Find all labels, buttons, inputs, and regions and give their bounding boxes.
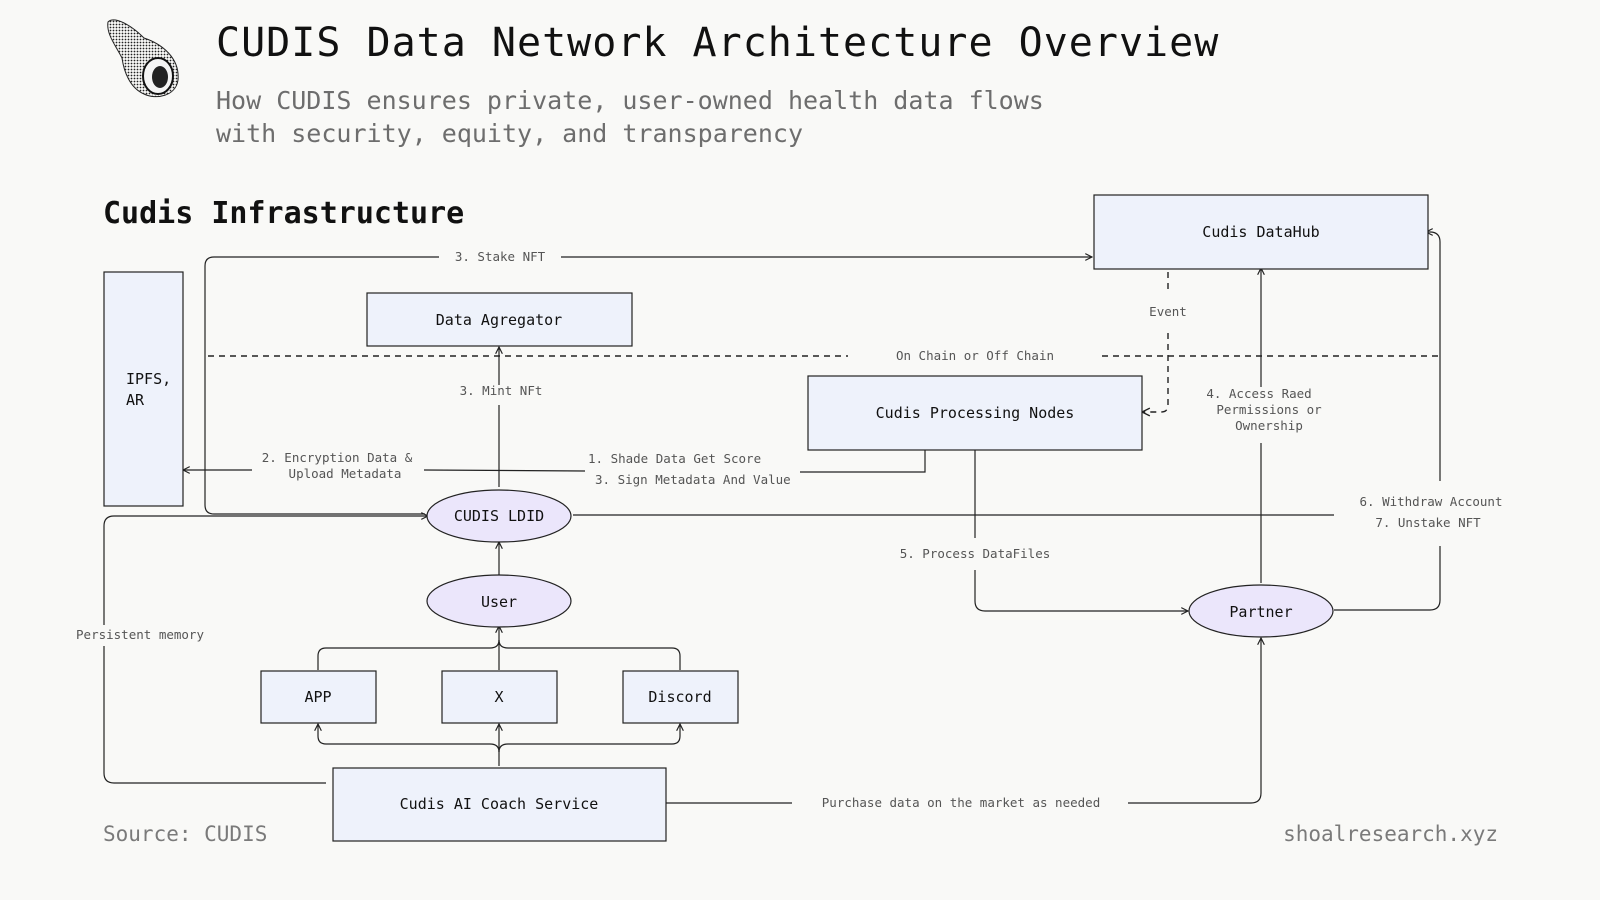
node-datahub-label: Cudis DataHub (1202, 223, 1319, 241)
section-title: Cudis Infrastructure (103, 196, 465, 231)
node-ipfs-label-1: IPFS, (126, 370, 171, 388)
edge-persistent-memory-lower (103, 646, 326, 784)
edge-processing-to-ldid (800, 450, 926, 473)
node-data-aggregator-label: Data Agregator (436, 311, 562, 329)
label-persistent-memory: Persistent memory (76, 627, 204, 642)
label-access-2: Permissions or (1216, 402, 1322, 417)
page-title: CUDIS Data Network Architecture Overview (216, 20, 1220, 66)
label-purchase: Purchase data on the market as needed (822, 795, 1100, 810)
label-encryption-1: 2. Encryption Data & (262, 450, 413, 465)
node-processing-nodes: Cudis Processing Nodes (807, 375, 1143, 451)
edge-discord-to-user (498, 639, 681, 670)
label-encryption-2: Upload Metadata (289, 466, 402, 481)
label-unstake: 7. Unstake NFT (1375, 515, 1481, 530)
edge-coach-to-discord (498, 724, 680, 753)
label-stake-nft: 3. Stake NFT (455, 249, 546, 264)
edge-purchase-right (1128, 638, 1261, 804)
node-data-aggregator: Data Agregator (366, 292, 633, 347)
edge-event-bottom (1142, 333, 1169, 412)
node-app: APP (260, 670, 377, 724)
node-partner-label: Partner (1229, 603, 1292, 621)
label-process-datafiles: 5. Process DataFiles (900, 546, 1051, 561)
edge-partner-to-datahub-upper (1426, 232, 1441, 481)
node-datahub: Cudis DataHub (1093, 194, 1429, 270)
node-ldid-label: CUDIS LDID (454, 507, 544, 525)
node-processing-nodes-label: Cudis Processing Nodes (876, 404, 1075, 422)
credit-link[interactable]: shoalresearch.xyz (1283, 822, 1498, 846)
edge-encryption-right (423, 469, 586, 472)
label-access-1: 4. Access Raed (1206, 386, 1311, 401)
node-ipfs-label-2: AR (126, 391, 145, 409)
label-shade-data: 1. Shade Data Get Score (588, 451, 761, 466)
shell-icon (107, 19, 179, 98)
node-ldid: CUDIS LDID (426, 489, 572, 543)
node-ipfs-ar: IPFS, AR (103, 271, 184, 507)
label-event: Event (1149, 304, 1187, 319)
node-ai-coach-label: Cudis AI Coach Service (400, 795, 599, 813)
label-sign-metadata: 3. Sign Metadata And Value (595, 472, 791, 487)
edge-app-to-user (317, 626, 499, 670)
edge-partner-to-datahub-lower (1334, 546, 1441, 611)
edge-persistent-memory-upper (103, 516, 428, 625)
node-discord: Discord (622, 670, 739, 724)
node-ai-coach: Cudis AI Coach Service (332, 767, 667, 842)
label-withdraw: 6. Withdraw Account (1360, 494, 1503, 509)
edge-stake-nft (204, 256, 439, 515)
node-x: X (441, 670, 558, 724)
node-partner: Partner (1188, 584, 1334, 638)
subtitle-line-2: with security, equity, and transparency (216, 119, 803, 148)
subtitle-line-1: How CUDIS ensures private, user-owned he… (216, 86, 1044, 115)
label-chain-boundary: On Chain or Off Chain (896, 348, 1054, 363)
node-user-label: User (481, 593, 517, 611)
label-access-3: Ownership (1235, 418, 1303, 433)
edge-coach-to-app (318, 724, 500, 753)
node-user: User (426, 574, 572, 628)
node-x-label: X (494, 688, 503, 706)
source-note: Source: CUDIS (103, 822, 268, 846)
node-app-label: APP (304, 688, 331, 706)
edge-process-datafiles-bottom (974, 570, 1188, 611)
node-discord-label: Discord (648, 688, 711, 706)
label-mint-nft: 3. Mint NFt (460, 383, 543, 398)
